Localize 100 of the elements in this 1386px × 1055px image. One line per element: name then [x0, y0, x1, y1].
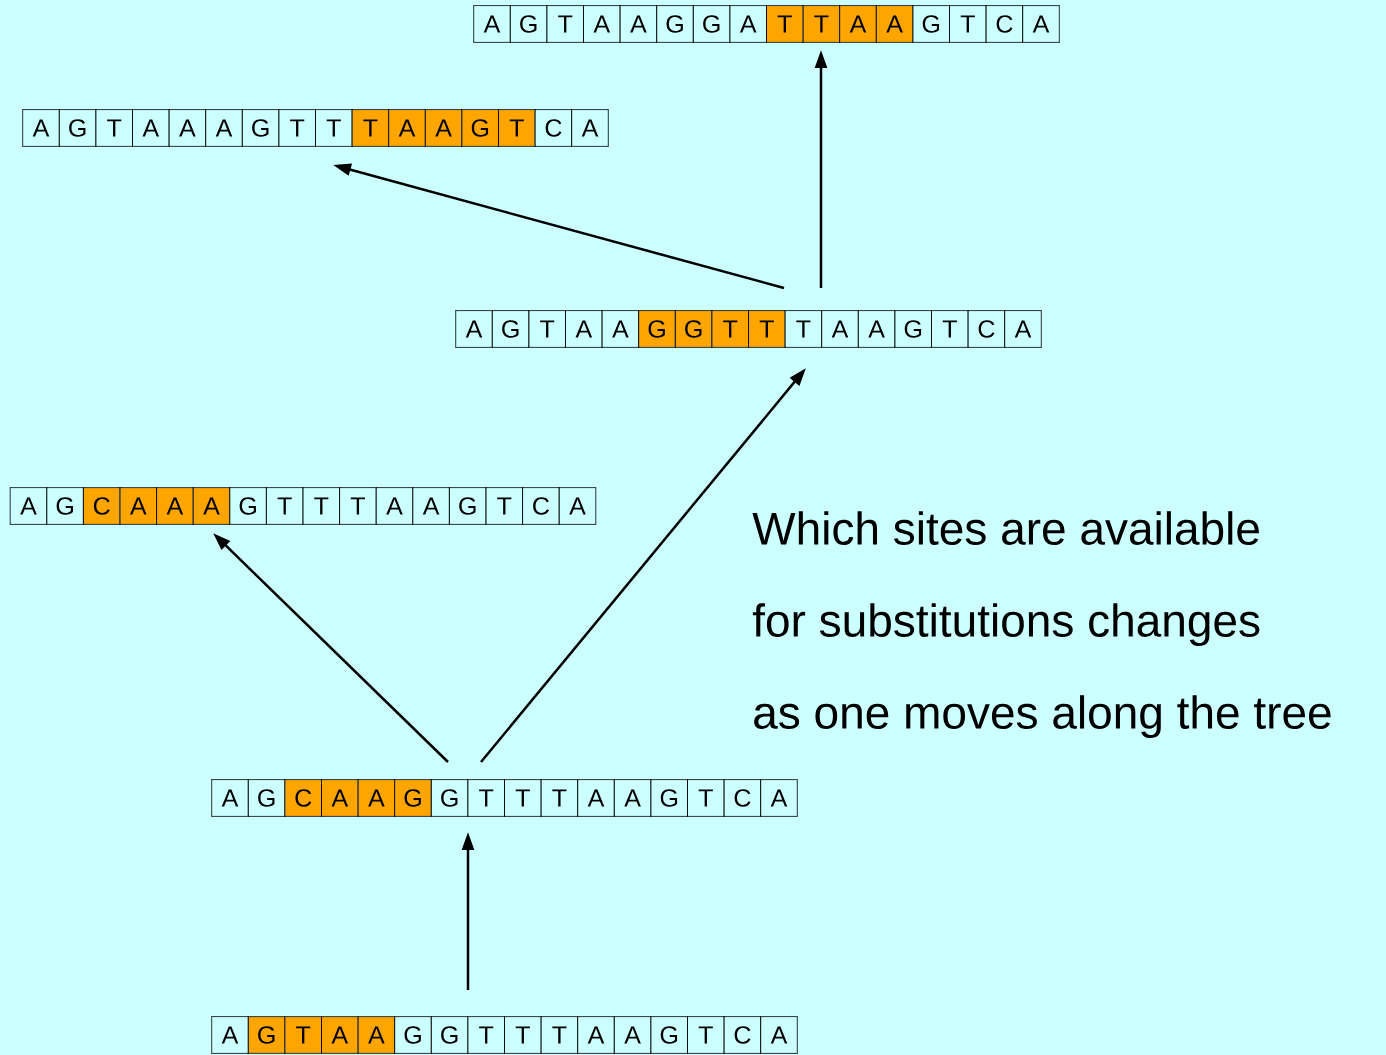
sequence-cell: G — [912, 5, 951, 43]
sequence-cell: T — [302, 487, 341, 525]
sequence-cell: T — [686, 1016, 725, 1054]
sequence-cell: A — [210, 1016, 250, 1054]
sequence-cell: A — [619, 5, 658, 43]
sequence-cell: A — [576, 779, 616, 817]
sequence-cell: A — [168, 109, 207, 147]
sequence-cell: G — [46, 487, 85, 525]
sequence-cell: T — [503, 779, 542, 817]
sequence-cell: A — [820, 310, 860, 348]
sequence-cell: A — [119, 487, 158, 525]
sequence-strip — [454, 310, 1043, 348]
sequence-cell: A — [357, 779, 396, 817]
sequence-cell: C — [723, 779, 762, 817]
sequence-cell: A — [210, 779, 250, 817]
sequence-cell: A — [857, 310, 896, 348]
sequence-cell: T — [284, 1016, 323, 1054]
sequence-cell: T — [747, 310, 786, 348]
sequence-cell: T — [546, 5, 585, 43]
sequence-cell: T — [784, 310, 823, 348]
sequence-cell: T — [265, 487, 304, 525]
sequence-cell: A — [387, 109, 427, 147]
sequence-cell: G — [692, 5, 731, 43]
sequence-cell: A — [454, 310, 494, 348]
sequence-cell: T — [485, 487, 524, 525]
sequence-cell: T — [540, 1016, 579, 1054]
sequence-cell: G — [448, 487, 487, 525]
sequence-cell: G — [655, 5, 695, 43]
sequence-cell: G — [229, 487, 268, 525]
sequence-cell: T — [686, 779, 725, 817]
sequence-cell: G — [637, 310, 677, 348]
caption-text: Which sites are available for substitutions changes as one moves along the tree — [752, 511, 1331, 739]
sequence-cell: T — [540, 779, 579, 817]
sequence-strip — [210, 1016, 799, 1054]
sequence-cell: A — [131, 109, 170, 147]
sequence-cell: G — [393, 779, 433, 817]
sequence-cell: T — [528, 310, 567, 348]
sequence-cell: T — [497, 109, 536, 147]
sequence-cell: G — [509, 5, 548, 43]
sequence-cell: A — [558, 487, 597, 525]
sequence-cell: A — [9, 487, 48, 525]
sequence-cell: A — [412, 487, 451, 525]
sequence-cell: G — [461, 109, 500, 147]
sequence-cell: A — [320, 1016, 359, 1054]
sequence-cell: G — [241, 109, 280, 147]
sequence-cell: T — [467, 1016, 506, 1054]
sequence-cell: A — [729, 5, 768, 43]
sequence-cell: A — [576, 1016, 616, 1054]
sequence-strip — [210, 779, 799, 817]
sequence-cell: A — [357, 1016, 396, 1054]
sequence-cell: T — [802, 5, 841, 43]
sequence-cell: G — [430, 779, 469, 817]
sequence-cell: T — [930, 310, 969, 348]
sequence-cell: C — [967, 310, 1006, 348]
sequence-cell: A — [424, 109, 463, 147]
sequence-cell: A — [155, 487, 194, 525]
sequence-cell: A — [759, 1016, 799, 1054]
sequence-cell: A — [582, 5, 621, 43]
sequence-cell: T — [765, 5, 804, 43]
sequence-cell: G — [491, 310, 530, 348]
sequence-cell: A — [601, 310, 640, 348]
sequence-cell: A — [838, 5, 878, 43]
sequence-cell: A — [192, 487, 231, 525]
sequence-cell: T — [948, 5, 987, 43]
sequence-cell: T — [278, 109, 317, 147]
sequence-cell: A — [613, 1016, 652, 1054]
sequence-cell: C — [521, 487, 560, 525]
sequence-cell: A — [759, 779, 799, 817]
sequence-cell: T — [503, 1016, 542, 1054]
sequence-cell: A — [204, 109, 244, 147]
sequence-cell: A — [320, 779, 359, 817]
sequence-cell: G — [58, 109, 97, 147]
sequence-cell: G — [894, 310, 933, 348]
sequence-cell: G — [674, 310, 713, 348]
sequence-cell: C — [534, 109, 573, 147]
sequence-cell: T — [338, 487, 377, 525]
sequence-cell: A — [613, 779, 652, 817]
sequence-cell: A — [570, 109, 610, 147]
sequence-cell: T — [351, 109, 390, 147]
sequence-cell: A — [375, 487, 414, 525]
sequence-cell: C — [985, 5, 1024, 43]
sequence-strip — [9, 487, 597, 525]
sequence-cell: C — [82, 487, 121, 525]
sequence-cell: C — [284, 779, 323, 817]
sequence-cell: G — [247, 779, 286, 817]
sequence-cell: A — [875, 5, 914, 43]
sequence-cell: C — [723, 1016, 762, 1054]
sequence-cell: T — [314, 109, 353, 147]
sequence-cell: T — [95, 109, 134, 147]
sequence-cell: A — [21, 109, 61, 147]
sequence-cell: G — [650, 1016, 689, 1054]
sequence-cell: A — [1021, 5, 1061, 43]
sequence-cell: A — [472, 5, 512, 43]
sequence-strip — [21, 109, 610, 147]
sequence-cell: G — [650, 779, 689, 817]
sequence-cell: G — [430, 1016, 469, 1054]
sequence-cell: A — [564, 310, 603, 348]
sequence-cell: G — [247, 1016, 286, 1054]
sequence-cell: A — [1003, 310, 1043, 348]
sequence-strip — [472, 5, 1061, 43]
